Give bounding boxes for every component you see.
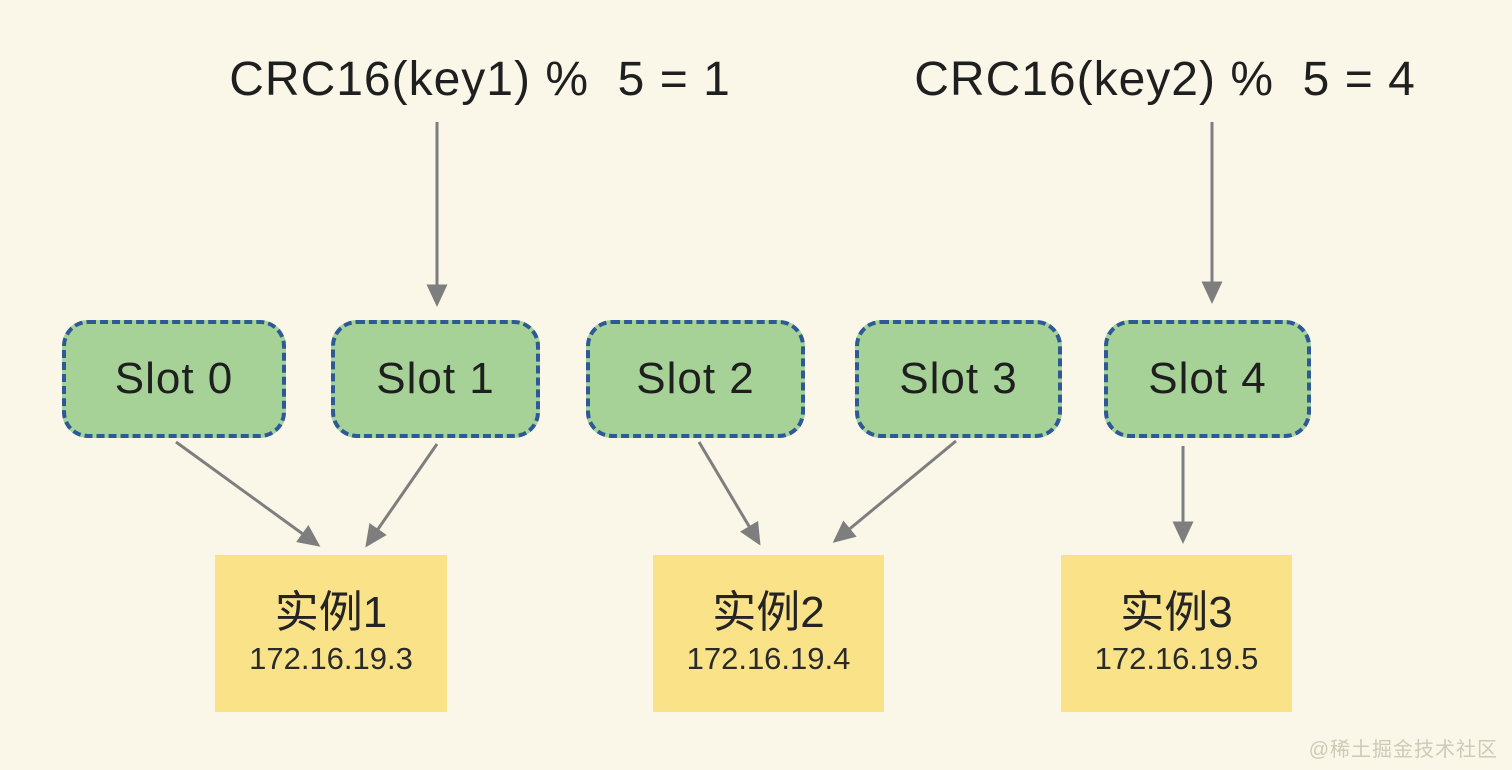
instance-2: 实例2 172.16.19.4 [653,555,884,712]
arrow-slot-0-to-instance-1 [175,440,321,547]
formula-key2: CRC16(key2) % 5 = 4 [914,53,1416,106]
instance-3-ip: 172.16.19.5 [1094,640,1259,676]
arrow-slot-1-to-instance-1 [365,443,439,548]
formula-key1: CRC16(key1) % 5 = 1 [229,53,731,106]
instance-1-ip: 172.16.19.3 [249,640,413,676]
slot-1: Slot 1 [331,320,540,438]
instance-2-ip: 172.16.19.4 [686,640,851,676]
instance-1: 实例1 172.16.19.3 [215,555,447,712]
watermark: @稀土掘金技术社区 [1308,739,1498,761]
instance-3: 实例3 172.16.19.5 [1061,555,1292,712]
instance-3-name: 实例3 [1120,588,1233,638]
instance-1-name: 实例1 [274,588,388,638]
slot-3: Slot 3 [855,320,1062,438]
slot-4: Slot 4 [1104,320,1311,438]
slot-0: Slot 0 [62,320,286,438]
arrow-slot-3-to-instance-2 [832,439,957,543]
arrow-slot-2-to-instance-2 [697,441,761,546]
instance-2-name: 实例2 [712,588,825,638]
slot-2: Slot 2 [586,320,805,438]
